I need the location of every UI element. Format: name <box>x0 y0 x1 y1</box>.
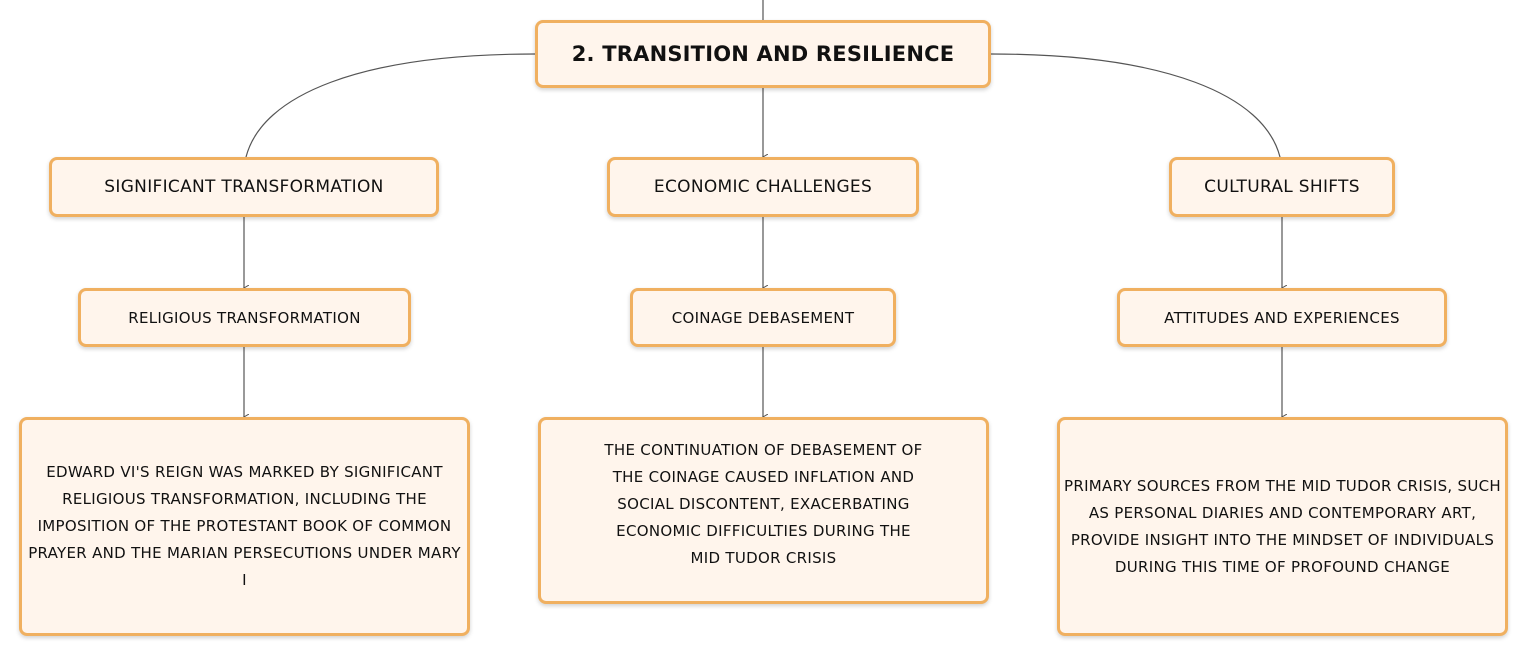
node-attitudes-and-experiences[interactable]: ATTITUDES AND EXPERIENCES <box>1117 288 1447 347</box>
node-label: ATTITUDES AND EXPERIENCES <box>1164 308 1400 327</box>
node-cultural-shifts[interactable]: CULTURAL SHIFTS <box>1169 157 1395 217</box>
root-node-label: 2. TRANSITION AND RESILIENCE <box>571 42 955 66</box>
node-economic-challenges[interactable]: ECONOMIC CHALLENGES <box>607 157 919 217</box>
node-significant-transformation[interactable]: SIGNIFICANT TRANSFORMATION <box>49 157 439 217</box>
detail-text: THE CONTINUATION OF DEBASEMENT OF THE CO… <box>604 441 923 567</box>
detail-attitudes-and-experiences[interactable]: PRIMARY SOURCES FROM THE MID TUDOR CRISI… <box>1057 417 1508 636</box>
node-label: ECONOMIC CHALLENGES <box>653 177 873 197</box>
detail-coinage-debasement[interactable]: THE CONTINUATION OF DEBASEMENT OF THE CO… <box>538 417 989 604</box>
detail-religious-transformation[interactable]: EDWARD VI'S REIGN WAS MARKED BY SIGNIFIC… <box>19 417 470 636</box>
root-node[interactable]: 2. TRANSITION AND RESILIENCE <box>535 20 991 88</box>
node-label: SIGNIFICANT TRANSFORMATION <box>104 177 384 197</box>
node-coinage-debasement[interactable]: COINAGE DEBASEMENT <box>630 288 896 347</box>
connector-root-to-cultural-shifts <box>990 53 1281 158</box>
node-label: RELIGIOUS TRANSFORMATION <box>128 308 361 327</box>
detail-text: EDWARD VI'S REIGN WAS MARKED BY SIGNIFIC… <box>28 463 461 589</box>
node-label: CULTURAL SHIFTS <box>1204 177 1360 197</box>
connector-root-to-significant-transformation <box>245 53 536 158</box>
node-label: COINAGE DEBASEMENT <box>671 308 855 327</box>
detail-text: PRIMARY SOURCES FROM THE MID TUDOR CRISI… <box>1064 476 1502 576</box>
node-religious-transformation[interactable]: RELIGIOUS TRANSFORMATION <box>78 288 411 347</box>
